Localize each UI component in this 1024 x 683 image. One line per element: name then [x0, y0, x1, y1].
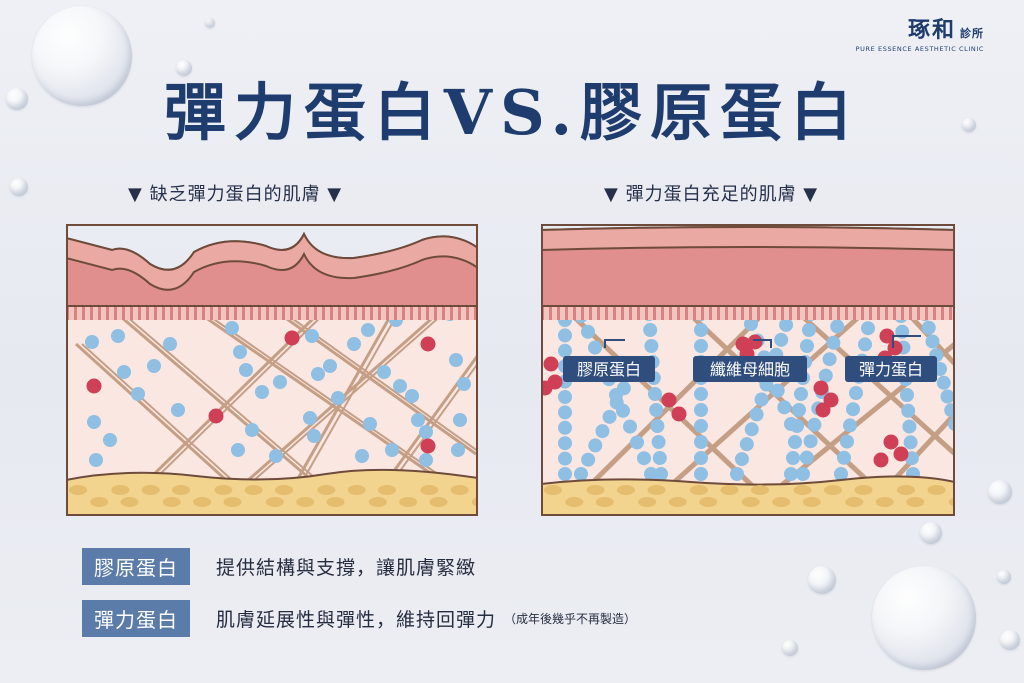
elastin-tag-label: 彈力蛋白 [859, 360, 923, 379]
bubble-decoration [920, 522, 942, 544]
fibroblast-tag-label: 纖維母細胞 [710, 360, 790, 379]
left-panel-heading: ▼ 缺乏彈力蛋白的肌膚 ▼ [128, 184, 343, 205]
bubble-decoration [176, 60, 192, 76]
bubble-decoration [872, 566, 976, 670]
skin-surface [541, 226, 955, 252]
bubble-decoration [10, 178, 28, 196]
bubble-decoration [205, 18, 215, 28]
logo-subline: PURE ESSENCE AESTHETIC CLINIC [855, 45, 984, 53]
bubble-decoration [997, 570, 1011, 584]
collagen-tag-label: 膠原蛋白 [577, 360, 641, 379]
bubble-decoration [808, 566, 836, 594]
legend-term: 彈力蛋白 [82, 600, 190, 637]
bubble-decoration [962, 118, 976, 132]
legend-description: 肌膚延展性與彈性，維持回彈力 [216, 609, 497, 631]
bubble-decoration [782, 640, 798, 656]
legend-note: （成年後幾乎不再製造） [504, 612, 637, 626]
elastin-tag [845, 356, 937, 382]
bubble-decoration [32, 6, 132, 106]
bubble-decoration [988, 480, 1012, 504]
cell-dots [85, 303, 471, 467]
page-title: 彈力蛋白VS.膠原蛋白 [163, 76, 861, 149]
bubble-decoration [1000, 630, 1020, 650]
right-skin-diagram: 膠原蛋白 纖維母細胞 彈力蛋白 [541, 224, 955, 516]
skin-surface [66, 231, 478, 291]
legend-row-collagen: 膠原蛋白 提供結構與支撐，讓肌膚緊緻 [82, 548, 476, 585]
left-skin-diagram [66, 224, 478, 516]
legend-description: 提供結構與支撐，讓肌膚緊緻 [216, 557, 477, 579]
fibroblast-tag [693, 356, 807, 382]
bubble-decoration [6, 88, 28, 110]
clinic-logo: 琢和診所 PURE ESSENCE AESTHETIC CLINIC [856, 12, 984, 53]
right-panel-heading: ▼ 彈力蛋白充足的肌膚 ▼ [604, 184, 819, 205]
legend-row-elastin: 彈力蛋白 肌膚延展性與彈性，維持回彈力 （成年後幾乎不再製造） [82, 600, 636, 637]
legend-term: 膠原蛋白 [82, 548, 190, 585]
collagen-tag [563, 356, 655, 382]
logo-brand: 琢和診所 [907, 17, 984, 43]
